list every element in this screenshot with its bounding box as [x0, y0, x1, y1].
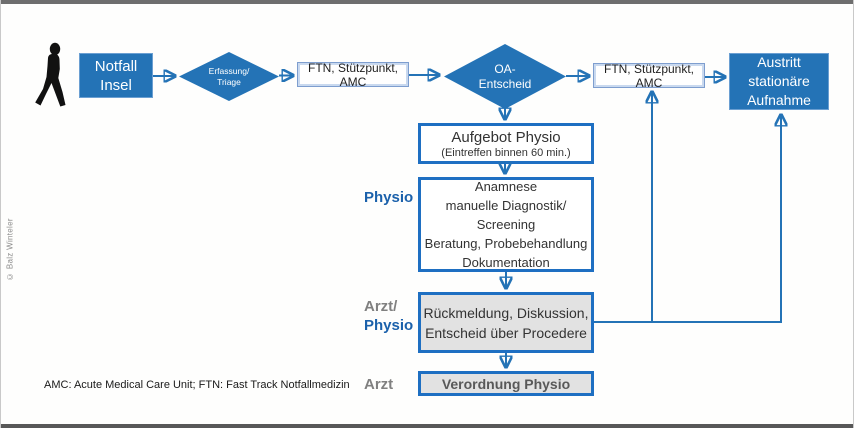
- node-ftn-stuetzpunkt-amc-2: FTN, Stützpunkt, AMC: [593, 61, 705, 90]
- node-notfall-insel: Notfall Insel: [79, 53, 153, 98]
- lane-label-arzt-physio: Arzt/ Physio: [364, 297, 413, 335]
- node-verordnung-physio: Verordnung Physio: [418, 371, 594, 396]
- lane-label-arzt: Arzt: [364, 376, 394, 393]
- arrow-rueckmeldung-to-austritt: [594, 116, 781, 323]
- node-aufgebot-physio: Aufgebot Physio (Eintreffen binnen 60 mi…: [418, 123, 594, 164]
- node-verordnung-label: Verordnung Physio: [441, 375, 571, 392]
- node-erfassung-triage-decision: Erfassung/ Triage: [179, 52, 279, 101]
- node-rueckmeldung-label: Rückmeldung, Diskussion, Entscheid über …: [423, 304, 589, 341]
- node-austritt-stationaere-aufnahme: Austritt stationäre Aufnahme: [729, 53, 829, 110]
- node-austritt-label: Austritt stationäre Aufnahme: [747, 54, 811, 108]
- walking-person-icon: [35, 42, 66, 107]
- node-anamnese-diagnostik: Anamnese manuelle Diagnostik/ Screening …: [418, 177, 594, 272]
- node-anamnese-label: Anamnese manuelle Diagnostik/ Screening …: [424, 179, 588, 270]
- frame-top-bar: [1, 0, 853, 4]
- node-notfall-insel-label: Notfall Insel: [94, 57, 138, 94]
- node-aufgebot-subtitle: (Eintreffen binnen 60 min.): [441, 146, 571, 159]
- node-ftn-1-label: FTN, Stützpunkt, AMC: [307, 60, 399, 89]
- node-ftn-stuetzpunkt-amc-1: FTN, Stützpunkt, AMC: [297, 60, 409, 89]
- lane-label-arzt-part: Arzt/: [364, 298, 398, 315]
- node-erfassung-triage-label: Erfassung/ Triage: [208, 65, 250, 87]
- lane-label-physio: Physio: [364, 189, 414, 206]
- lane-label-physio-part: Physio: [364, 317, 414, 334]
- node-oa-entscheid-label: OA- Entscheid: [478, 61, 532, 91]
- node-aufgebot-title: Aufgebot Physio: [451, 128, 561, 146]
- abbreviation-footnote: AMC: Acute Medical Care Unit; FTN: Fast …: [44, 379, 350, 391]
- copyright-credit: © Balz Winteler: [5, 218, 15, 282]
- node-rueckmeldung-entscheid: Rückmeldung, Diskussion, Entscheid über …: [418, 292, 594, 353]
- node-oa-entscheid-decision: OA- Entscheid: [444, 44, 566, 109]
- frame-bottom-bar: [1, 424, 853, 428]
- node-ftn-2-label: FTN, Stützpunkt, AMC: [603, 61, 695, 90]
